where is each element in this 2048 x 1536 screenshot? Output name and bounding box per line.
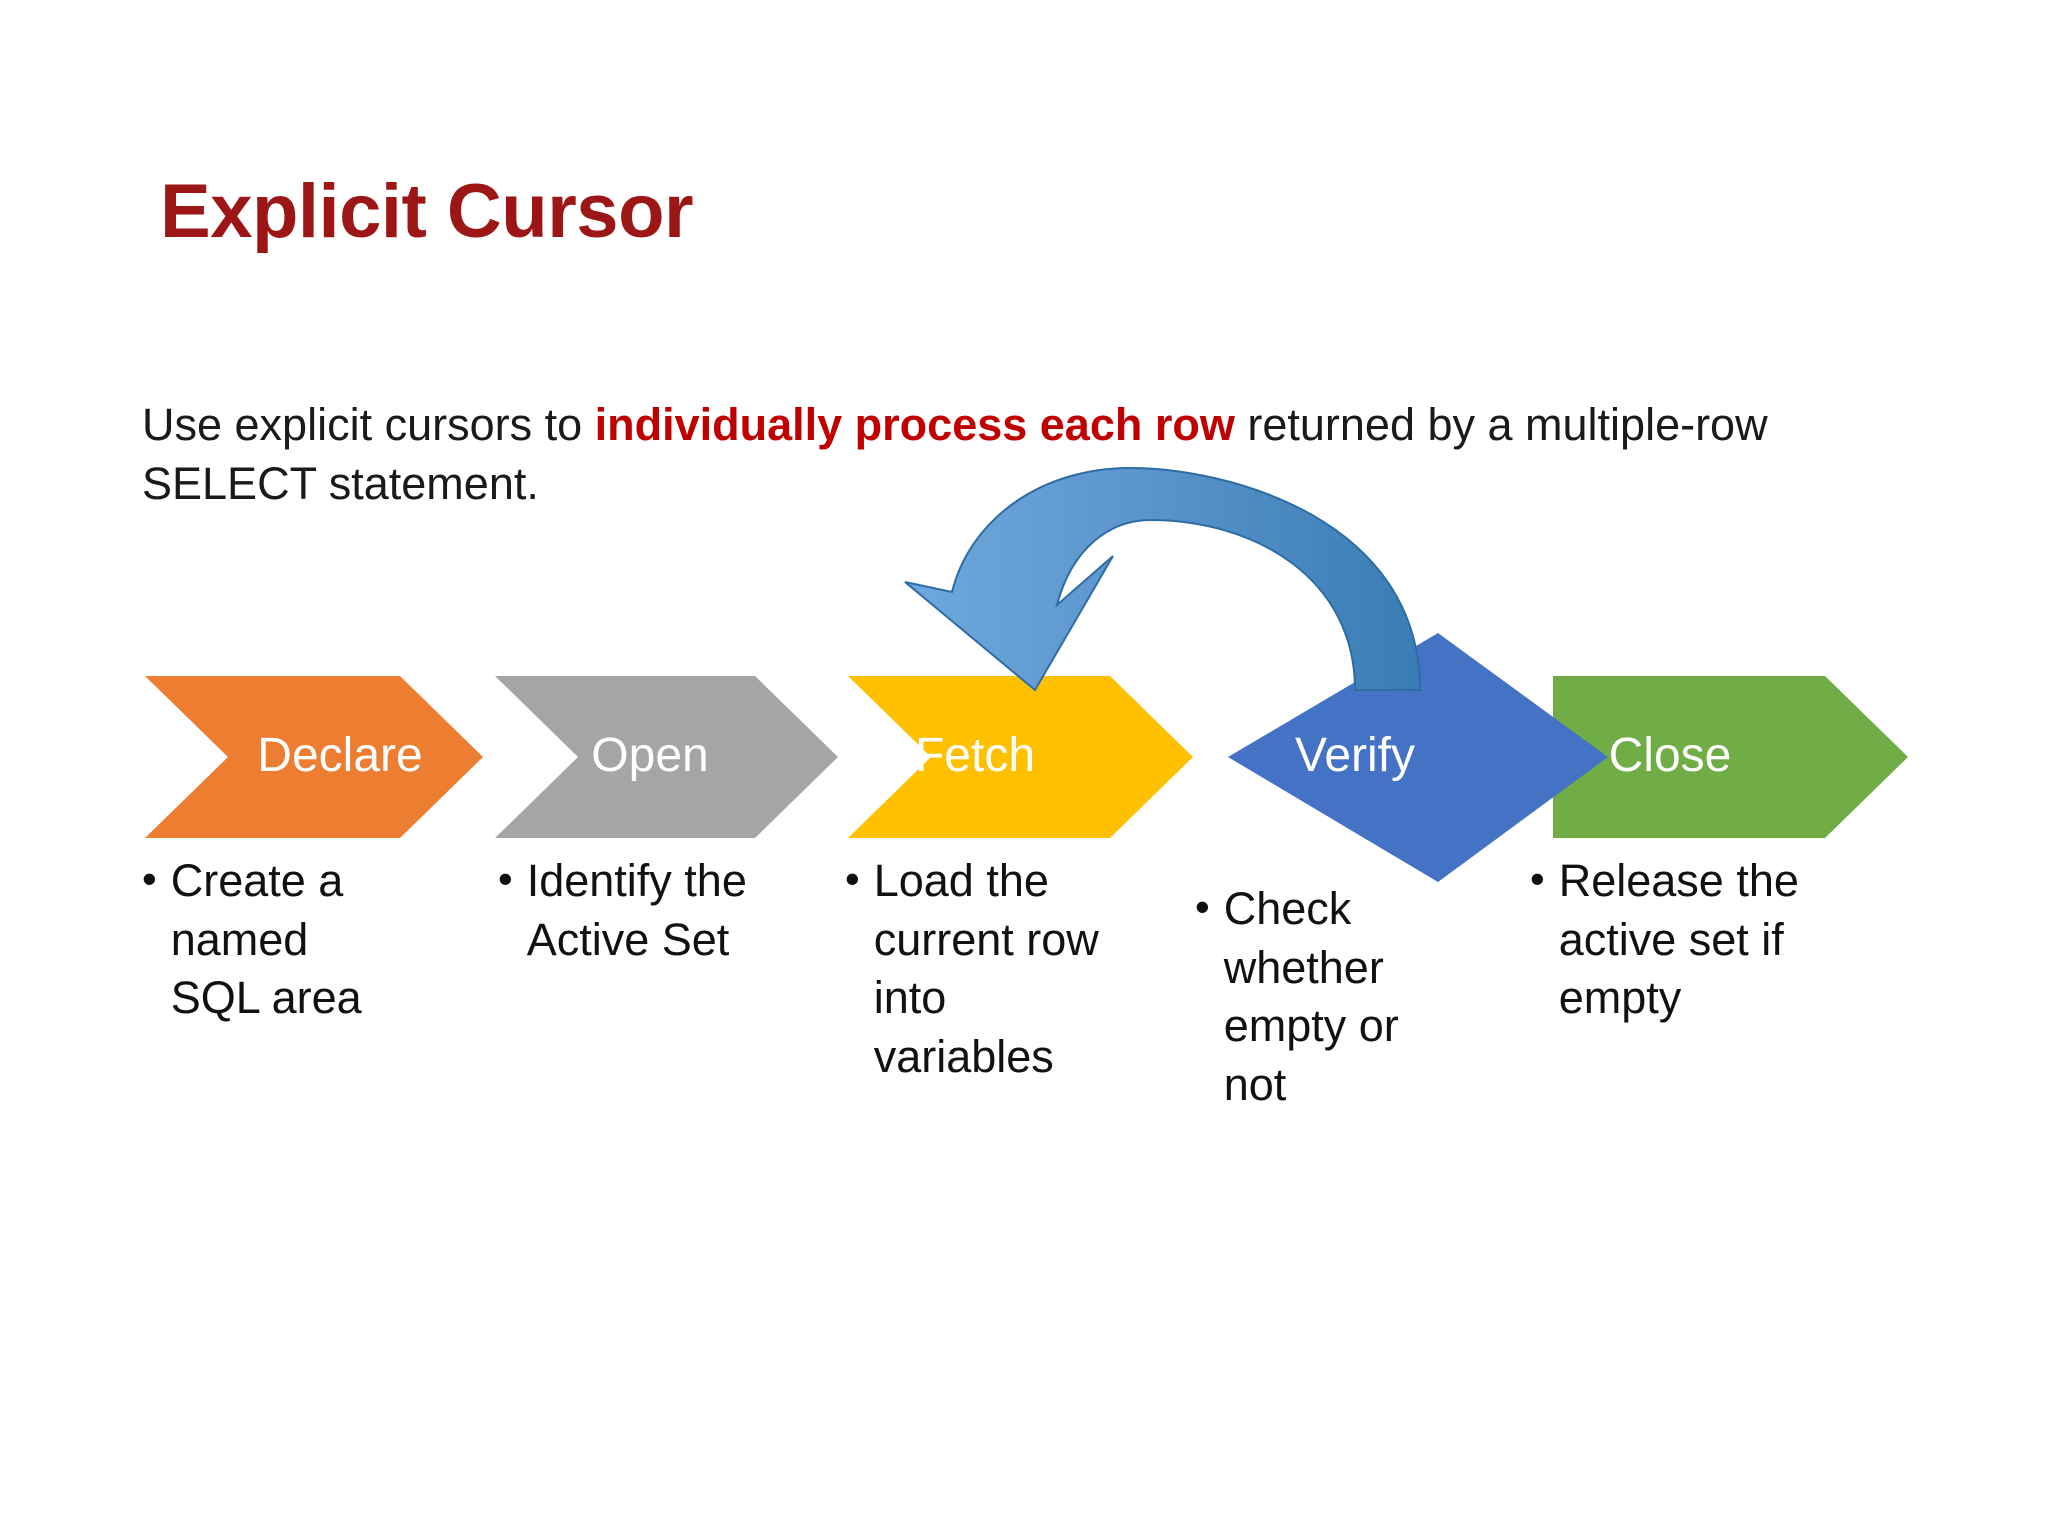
intro-text-part2: returned by a multiple-row SELECT statem… xyxy=(142,399,1768,509)
list-item: • Check whether empty or not xyxy=(1195,880,1450,1114)
bullet-text: Identify the Active Set xyxy=(526,855,747,965)
bullet-column-open: • Identify the Active Set xyxy=(498,852,763,969)
step-label-verify[interactable]: Verify xyxy=(1294,729,1416,782)
bullet-dot-icon: • xyxy=(498,855,513,902)
bullet-column-fetch: • Load the current row into variables xyxy=(845,852,1100,1086)
bullet-dot-icon: • xyxy=(845,855,860,902)
bullet-text: Check whether empty or not xyxy=(1223,883,1399,1110)
page-title: Explicit Cursor xyxy=(160,169,694,254)
bullet-dot-icon: • xyxy=(1530,855,1545,902)
list-item: • Identify the Active Set xyxy=(498,852,763,969)
intro-highlight: individually process each row xyxy=(594,399,1235,450)
intro-paragraph: Use explicit cursors to individually pro… xyxy=(142,396,1882,513)
step-label-open[interactable]: Open xyxy=(591,729,709,782)
step-label-close[interactable]: Close xyxy=(1608,729,1732,782)
list-item: • Release the active set if empty xyxy=(1530,852,1800,1028)
intro-text-part1: Use explicit cursors to xyxy=(142,399,595,450)
bullet-text: Load the current row into variables xyxy=(873,855,1099,1082)
list-item: • Create a named SQL area xyxy=(142,852,392,1028)
step-label-declare[interactable]: Declare xyxy=(257,729,423,782)
bullet-column-verify: • Check whether empty or not xyxy=(1195,880,1450,1114)
bullet-text: Create a named SQL area xyxy=(170,855,362,1023)
bullet-column-close: • Release the active set if empty xyxy=(1530,852,1800,1028)
bullet-text: Release the active set if empty xyxy=(1558,855,1799,1023)
step-label-fetch[interactable]: Fetch xyxy=(914,729,1036,782)
bullet-dot-icon: • xyxy=(142,855,157,902)
bullet-dot-icon: • xyxy=(1195,883,1210,930)
list-item: • Load the current row into variables xyxy=(845,852,1100,1086)
bullet-column-declare: • Create a named SQL area xyxy=(142,852,392,1028)
